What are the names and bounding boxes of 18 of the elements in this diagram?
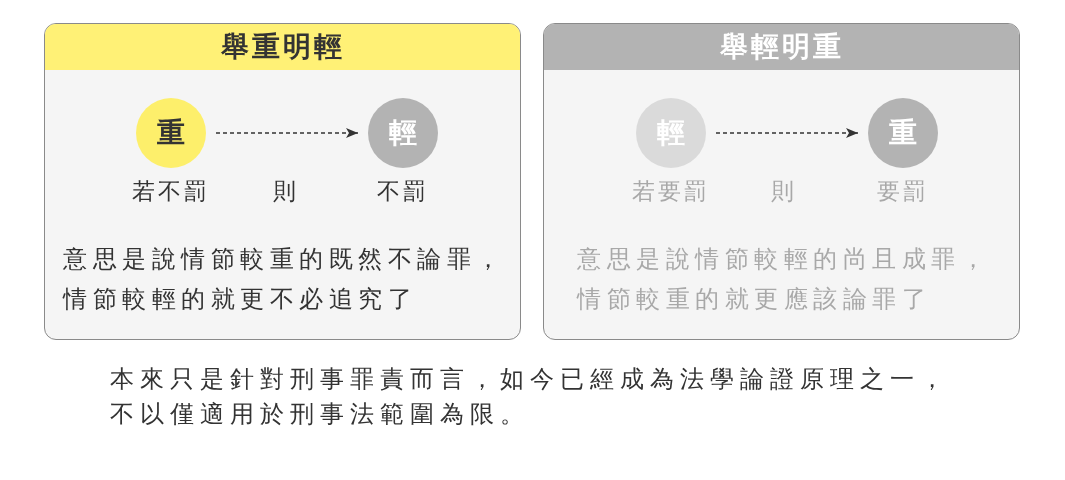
circle-label: 重 — [157, 118, 185, 148]
panel-header: 舉重明輕 — [45, 24, 520, 70]
panel-description: 意思是說情節較輕的尚且成罪，情節較重的就更應該論罪了 — [577, 244, 991, 315]
caption-text: 本來只是針對刑事罪責而言，如今已經成為法學論證原理之一，不以僅適用於刑事法範圍為限。 — [110, 364, 951, 430]
arrow — [215, 128, 359, 138]
panel-description: 意思是說情節較重的既然不論罪，情節較輕的就更不必追究了 — [63, 244, 507, 315]
condition-text: 不罰 — [377, 177, 429, 205]
condition-text: 要罰 — [877, 177, 929, 205]
connective-text: 則 — [273, 177, 299, 205]
arrow — [715, 128, 859, 138]
panel-card — [543, 23, 1020, 340]
circle-label: 重 — [889, 118, 917, 148]
circle-label: 輕 — [389, 118, 417, 148]
condition-text: 若要罰 — [632, 177, 710, 205]
connective-text: 則 — [771, 177, 797, 205]
panel-card — [44, 23, 521, 340]
condition-text: 若不罰 — [132, 177, 210, 205]
panel-header: 舉輕明重 — [544, 24, 1019, 70]
